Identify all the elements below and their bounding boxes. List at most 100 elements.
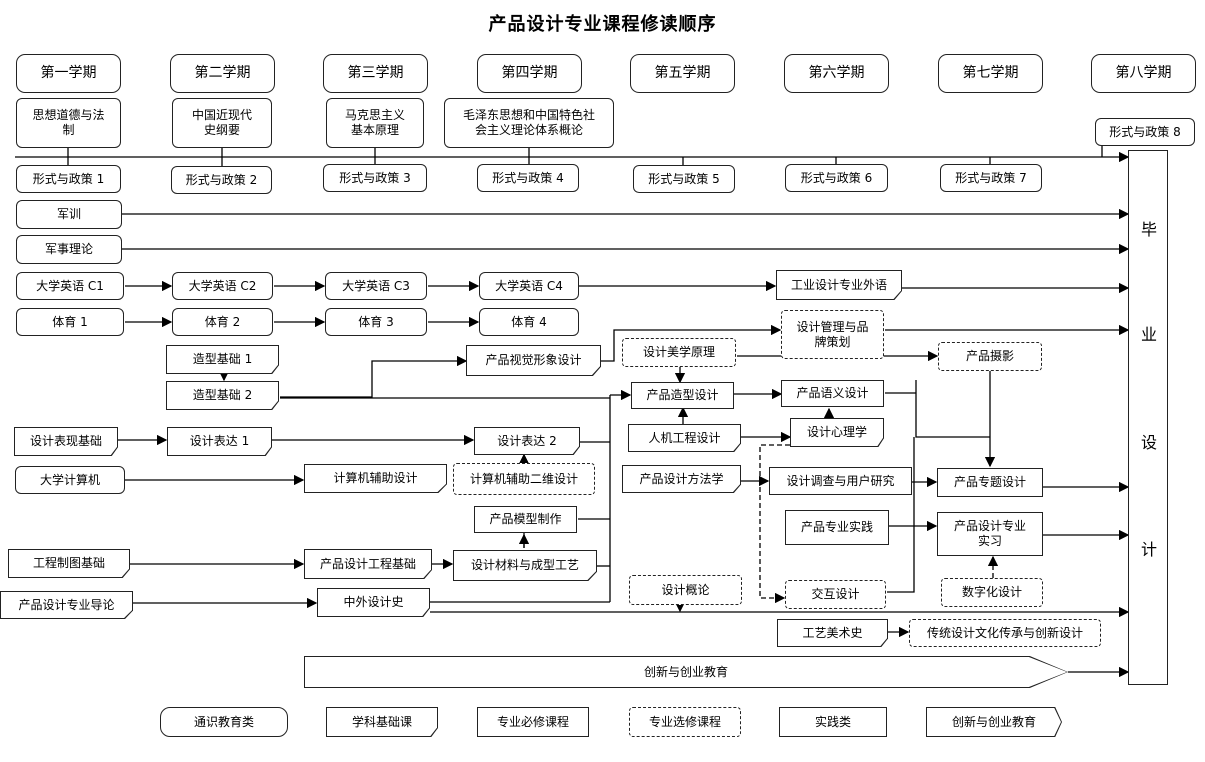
course-mao-theory-line2: 会主义理论体系概论 bbox=[474, 123, 583, 137]
course-industrial-english: 工业设计专业外语 bbox=[776, 270, 902, 300]
legend-foundation-course-label: 学科基础课 bbox=[327, 708, 437, 736]
course-policy-6: 形式与政策 6 bbox=[785, 164, 888, 192]
course-marxism: 马克思主义 基本原理 bbox=[326, 98, 424, 148]
course-internship-line1: 产品设计专业 bbox=[953, 519, 1026, 533]
course-design-expression-basics: 设计表现基础 bbox=[14, 427, 118, 456]
course-design-psychology: 设计心理学 bbox=[790, 418, 884, 447]
course-innovation-entrepreneurship: 创新与创业教育 bbox=[304, 656, 1068, 688]
semester-2-header: 第二学期 bbox=[170, 54, 275, 93]
semester-7-header: 第七学期 bbox=[938, 54, 1043, 93]
course-materials-process: 设计材料与成型工艺 bbox=[453, 550, 597, 581]
graduation-char-4: 计 bbox=[1140, 540, 1157, 559]
course-policy-5: 形式与政策 5 bbox=[633, 165, 735, 193]
course-ergonomics-label: 人机工程设计 bbox=[629, 425, 740, 451]
course-modern-history-line1: 中国近现代 bbox=[191, 108, 252, 122]
graduation-char-2: 业 bbox=[1140, 325, 1157, 344]
course-internship: 产品设计专业 实习 bbox=[937, 512, 1043, 556]
course-policy-2: 形式与政策 2 bbox=[171, 166, 272, 194]
course-engineering-drawing-label: 工程制图基础 bbox=[9, 550, 129, 577]
course-materials-process-label: 设计材料与成型工艺 bbox=[454, 551, 596, 580]
semester-4-header: 第四学期 bbox=[477, 54, 582, 93]
course-pe-4: 体育 4 bbox=[479, 308, 579, 336]
course-modeling-2-label: 造型基础 2 bbox=[167, 382, 278, 409]
course-modeling-2: 造型基础 2 bbox=[166, 381, 279, 410]
course-modern-history-line2: 史纲要 bbox=[203, 123, 240, 137]
course-professional-practice: 产品专业实践 bbox=[785, 510, 889, 545]
course-product-semantics: 产品语义设计 bbox=[781, 380, 884, 407]
course-design-expression-2-label: 设计表达 2 bbox=[475, 428, 579, 454]
course-engineering-basics: 产品设计工程基础 bbox=[304, 549, 432, 579]
course-design-history: 中外设计史 bbox=[317, 588, 430, 617]
legend-elective-course: 专业选修课程 bbox=[629, 707, 741, 737]
course-english-c3: 大学英语 C3 bbox=[325, 272, 427, 300]
course-policy-8: 形式与政策 8 bbox=[1095, 118, 1195, 146]
course-policy-1: 形式与政策 1 bbox=[16, 165, 121, 193]
course-design-expression-1: 设计表达 1 bbox=[167, 427, 272, 456]
course-policy-4: 形式与政策 4 bbox=[477, 164, 579, 192]
course-pe-2: 体育 2 bbox=[172, 308, 273, 336]
course-product-photography: 产品摄影 bbox=[938, 342, 1042, 371]
course-engineering-basics-label: 产品设计工程基础 bbox=[305, 550, 431, 578]
course-design-introduction: 设计概论 bbox=[629, 575, 742, 605]
course-military-training: 军训 bbox=[16, 200, 122, 229]
course-internship-line2: 实习 bbox=[977, 534, 1002, 548]
semester-6-header: 第六学期 bbox=[784, 54, 889, 93]
course-pe-3: 体育 3 bbox=[325, 308, 427, 336]
course-marxism-line2: 基本原理 bbox=[350, 123, 399, 137]
course-ergonomics: 人机工程设计 bbox=[628, 424, 741, 452]
legend-required-course: 专业必修课程 bbox=[477, 707, 589, 737]
course-design-psychology-label: 设计心理学 bbox=[791, 419, 883, 446]
semester-3-header: 第三学期 bbox=[323, 54, 428, 93]
course-english-c1: 大学英语 C1 bbox=[16, 272, 124, 300]
course-design-expression-1-label: 设计表达 1 bbox=[168, 428, 271, 455]
course-pe-1: 体育 1 bbox=[16, 308, 124, 336]
course-design-expression-2: 设计表达 2 bbox=[474, 427, 580, 455]
course-user-research: 设计调查与用户研究 bbox=[769, 467, 912, 495]
semester-1-header: 第一学期 bbox=[16, 54, 121, 93]
graduation-char-3: 设 bbox=[1140, 433, 1157, 452]
course-cad-label: 计算机辅助设计 bbox=[305, 465, 446, 492]
course-interaction-design: 交互设计 bbox=[785, 580, 886, 609]
course-cad-2d: 计算机辅助二维设计 bbox=[453, 463, 595, 495]
legend-foundation-course: 学科基础课 bbox=[326, 707, 438, 737]
course-morality-law: 思想道德与法制 bbox=[16, 98, 121, 148]
course-topic-design: 产品专题设计 bbox=[937, 468, 1043, 497]
course-traditional-culture: 传统设计文化传承与创新设计 bbox=[909, 619, 1101, 647]
legend-innovation: 创新与创业教育 bbox=[926, 707, 1062, 737]
course-college-computer: 大学计算机 bbox=[15, 466, 125, 494]
course-design-expression-basics-label: 设计表现基础 bbox=[15, 428, 117, 455]
course-innovation-entrepreneurship-label: 创新与创业教育 bbox=[305, 657, 1067, 687]
diagram-title: 产品设计专业课程修读顺序 bbox=[488, 14, 717, 35]
course-design-management: 设计管理与品 牌策划 bbox=[781, 310, 884, 359]
course-cad: 计算机辅助设计 bbox=[304, 464, 447, 493]
course-model-making: 产品模型制作 bbox=[474, 506, 577, 533]
course-visual-identity: 产品视觉形象设计 bbox=[466, 345, 601, 376]
course-design-aesthetics: 设计美学原理 bbox=[622, 338, 736, 367]
course-craft-art-history-label: 工艺美术史 bbox=[778, 620, 887, 646]
course-modern-history: 中国近现代 史纲要 bbox=[172, 98, 272, 148]
course-english-c4: 大学英语 C4 bbox=[479, 272, 579, 300]
legend-general-education: 通识教育类 bbox=[160, 707, 288, 737]
course-design-management-line2: 牌策划 bbox=[814, 334, 851, 349]
course-policy-7: 形式与政策 7 bbox=[940, 164, 1042, 192]
course-policy-3: 形式与政策 3 bbox=[323, 164, 427, 192]
course-design-methodology: 产品设计方法学 bbox=[622, 465, 741, 493]
course-english-c2: 大学英语 C2 bbox=[172, 272, 273, 300]
course-design-history-label: 中外设计史 bbox=[318, 589, 429, 616]
course-marxism-line1: 马克思主义 bbox=[344, 108, 405, 122]
course-visual-identity-label: 产品视觉形象设计 bbox=[467, 346, 600, 375]
course-modeling-1: 造型基础 1 bbox=[166, 345, 279, 374]
course-product-form: 产品造型设计 bbox=[631, 382, 734, 409]
course-military-theory: 军事理论 bbox=[16, 235, 122, 264]
course-major-introduction: 产品设计专业导论 bbox=[0, 591, 133, 619]
course-engineering-drawing: 工程制图基础 bbox=[8, 549, 130, 578]
legend-innovation-label: 创新与创业教育 bbox=[927, 708, 1061, 736]
semester-8-header: 第八学期 bbox=[1091, 54, 1196, 93]
course-mao-theory-line1: 毛泽东思想和中国特色社 bbox=[462, 108, 595, 122]
graduation-char-1: 毕 bbox=[1140, 220, 1157, 239]
course-industrial-english-label: 工业设计专业外语 bbox=[777, 271, 901, 299]
course-major-introduction-label: 产品设计专业导论 bbox=[1, 592, 132, 618]
course-design-methodology-label: 产品设计方法学 bbox=[623, 466, 740, 492]
